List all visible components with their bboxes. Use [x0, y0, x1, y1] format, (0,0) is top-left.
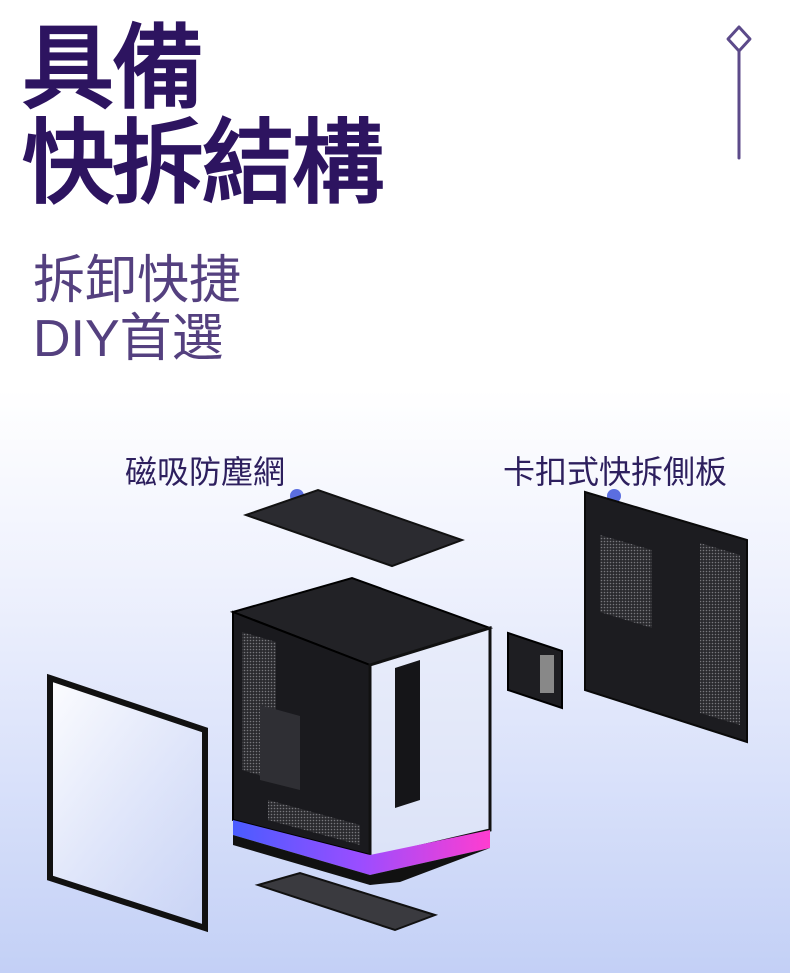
callout-side-panel: 卡扣式快拆側板 — [503, 454, 728, 490]
subheadline: 拆卸快捷 DIY首選 — [33, 252, 241, 368]
case-side-glass — [368, 625, 492, 860]
headline-line-2: 快拆結構 — [22, 113, 384, 215]
rgb-strip — [233, 820, 490, 875]
callout-dust-filter: 磁吸防塵網 — [125, 454, 286, 490]
glass-side-panel — [47, 673, 208, 933]
case-inner-bracket — [395, 660, 420, 808]
headline-line-1: 具備 — [22, 18, 204, 120]
top-dust-filter — [242, 488, 465, 568]
headline: 具備 快拆結構 — [22, 18, 384, 215]
case-base — [233, 835, 490, 885]
case-bottom-mesh — [268, 800, 360, 845]
psu-bracket-board — [540, 655, 554, 693]
pin-decoration-icon — [726, 25, 752, 160]
side-panel-mesh-right — [700, 543, 740, 725]
case-expansion-slots — [260, 705, 300, 790]
subheadline-line-2: DIY首選 — [33, 310, 224, 368]
subheadline-line-1: 拆卸快捷 — [33, 252, 242, 310]
bottom-dust-filter — [254, 871, 439, 932]
side-panel-mesh-left — [600, 535, 652, 628]
